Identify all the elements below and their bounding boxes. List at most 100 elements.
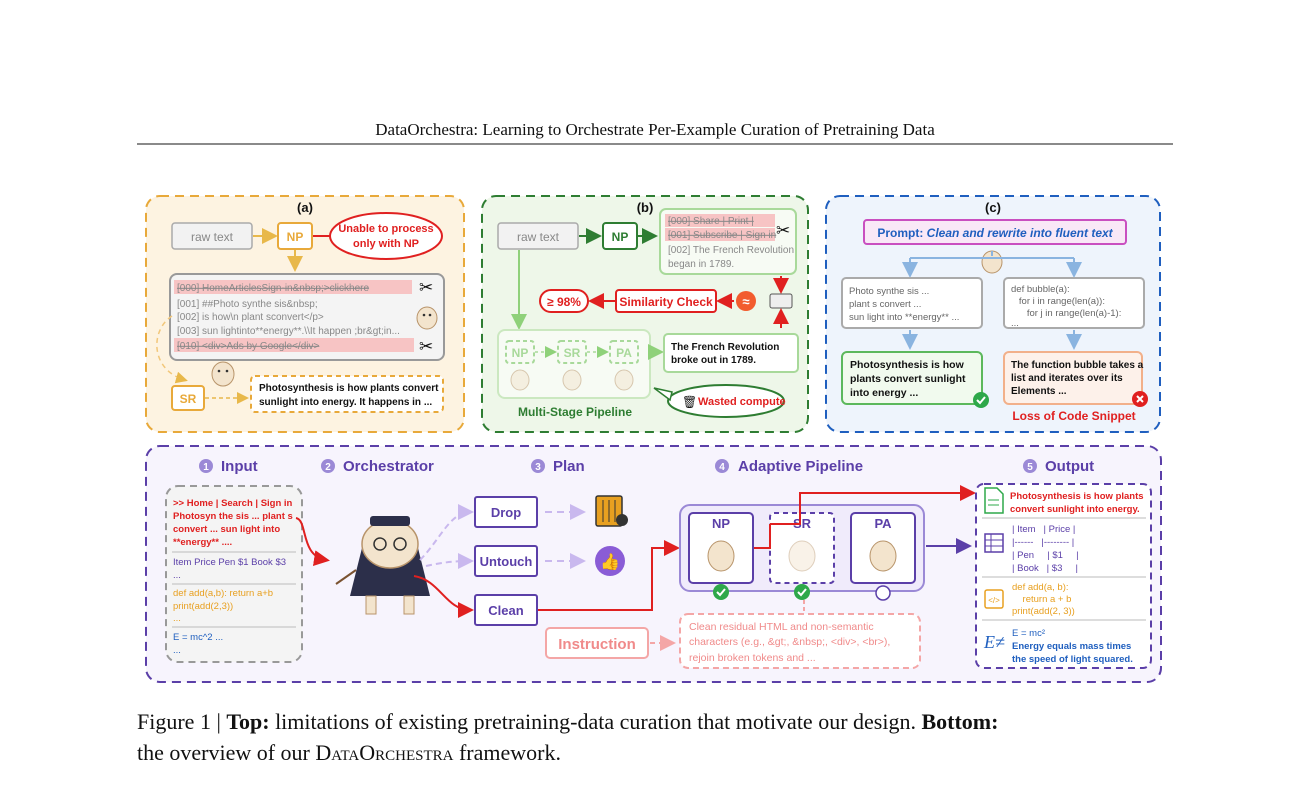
right-out-3: Elements ... <box>1011 386 1067 397</box>
right-in-2: for i in range(len(a)): <box>1011 296 1105 307</box>
svg-text:👍: 👍 <box>600 552 620 571</box>
raw-text-box-a <box>171 222 253 250</box>
output-table-3: | Pen | $1 | <box>1012 550 1079 561</box>
stage-pa: PA <box>616 346 632 360</box>
section-num-3: 3 <box>535 462 541 473</box>
output-red-2: convert sunlight into energy. <box>1010 504 1140 515</box>
left-input-box <box>841 277 983 329</box>
sr-output-line-2: sunlight into energy. It happens in ... <box>259 397 432 408</box>
svg-text:≈: ≈ <box>742 294 749 309</box>
pipeline-sr <box>769 512 835 584</box>
kept-line-b-1: [002] The French Revolution <box>668 245 794 256</box>
raw-text-a: raw text <box>191 230 234 244</box>
stage-np: NP <box>512 346 529 360</box>
result-box-b <box>663 333 799 373</box>
section-plan: Plan <box>553 458 585 475</box>
trash-icon: 🗑 <box>682 395 697 409</box>
section-num-1: 1 <box>203 462 209 473</box>
input-box <box>165 485 303 663</box>
header-rule <box>137 143 1173 145</box>
pipeline-sr-label: SR <box>793 516 812 531</box>
sr-output-box-a <box>250 375 444 413</box>
scissors-icon: ✂ <box>419 337 433 356</box>
panel-b: (b) raw text NP [000] Share | Print | [0… <box>481 195 809 433</box>
output-eq-3: the speed of light squared. <box>1012 654 1133 665</box>
caption-fig: Figure 1 | <box>137 709 227 734</box>
instruction-line-2: characters (e.g., &gt;, &nbsp;, <div>, <… <box>689 636 890 648</box>
code-icon: </> <box>984 589 1004 609</box>
right-in-1: def bubble(a): <box>1011 284 1070 295</box>
figure-caption: Figure 1 | Top: limitations of existing … <box>137 706 1182 768</box>
check-icon <box>713 584 729 600</box>
left-in-1: Photo synthe sis ... <box>849 286 929 297</box>
bottom-overview: 1 Input 2 Orchestrator 3 Plan 4 Adaptive… <box>145 445 1162 683</box>
input-purple-1: Item Price Pen $1 Book $3 <box>173 557 286 568</box>
svg-text:</>: </> <box>988 596 1000 605</box>
plan-untouch-label: Untouch <box>480 554 533 569</box>
output-box <box>975 483 1152 669</box>
right-in-3: for j in range(len(a)-1): <box>1011 308 1121 319</box>
llama-icon <box>614 369 634 391</box>
input-orange-2: print(add(2,3)) <box>173 601 233 612</box>
left-out-3: into energy ... <box>850 387 918 399</box>
loss-label: Loss of Code Snippet <box>1012 409 1135 423</box>
input-blue-1: E = mc^2 ... <box>173 632 223 643</box>
percent-box <box>539 289 589 313</box>
input-red-1: >> Home | Search | Sign in <box>173 498 293 509</box>
cut-highlight-2 <box>174 338 414 352</box>
llama-icon <box>788 540 816 572</box>
cut-line-b-1: [000] Share | Print | <box>668 216 754 227</box>
callout-line-1: Unable to process <box>338 223 433 235</box>
llama-icon <box>510 369 530 391</box>
thumbs-up-icon: 👍 <box>595 546 625 576</box>
panel-c: (c) Prompt: Clean and rewrite into fluen… <box>825 195 1161 433</box>
caption-bottom-text-2: framework. <box>453 740 561 765</box>
output-code-2: return a + b <box>1012 594 1071 605</box>
pipeline-pa-label: PA <box>874 516 892 531</box>
np-label-b: NP <box>612 230 629 244</box>
caption-bottom: Bottom: <box>921 709 999 734</box>
similarity-check-box <box>615 289 717 313</box>
input-orange-3: ... <box>173 613 181 624</box>
left-in-3: sun light into **energy** ... <box>849 312 959 323</box>
result-line-2: broke out in 1789. <box>671 355 756 366</box>
input-purple-2: ... <box>173 570 181 581</box>
callout-line-2: only with NP <box>353 238 419 250</box>
llama-icon <box>416 306 438 330</box>
orchestrator-llama-icon <box>335 516 430 615</box>
figure-1: (a) raw text NP Unable to process only w… <box>145 195 1162 683</box>
cut-highlight-1 <box>174 280 412 294</box>
output-code-3: print(add(2, 3)) <box>1012 606 1075 617</box>
output-code-1: def add(a, b): <box>1012 582 1069 593</box>
cut-line-b-2: [001] Subscribe | Sign in <box>668 230 776 241</box>
left-out-1: Photosynthesis is how <box>850 359 965 371</box>
output-table-2: |------ |-------- | <box>1012 537 1074 548</box>
instruction-text-box <box>679 613 921 669</box>
panel-c-label: (c) <box>985 200 1001 215</box>
section-num-4: 4 <box>719 462 725 473</box>
right-input-box <box>1003 277 1145 329</box>
output-table-1: | Item | Price | <box>1012 524 1075 535</box>
llama-icon <box>562 369 582 391</box>
section-num-2: 2 <box>325 462 331 473</box>
instruction-line-3: rejoin broken tokens and ... <box>689 652 816 664</box>
document-icon <box>984 487 1004 514</box>
input-red-2: Photosyn the sis ... plant s <box>173 511 293 522</box>
callout-bubble <box>329 212 443 260</box>
prompt-box <box>863 219 1127 245</box>
scissors-icon: ✂ <box>419 278 433 297</box>
output-eq-2: Energy equals mass times <box>1012 641 1131 652</box>
left-in-2: plant s convert ... <box>849 299 921 310</box>
section-orchestrator: Orchestrator <box>343 458 434 475</box>
sr-label-a: SR <box>180 392 197 406</box>
right-in-4: ... <box>1011 318 1019 329</box>
input-red-3: convert ... sun light into <box>173 524 280 535</box>
plan-clean-label: Clean <box>488 603 523 618</box>
wasted-bubble <box>667 384 785 418</box>
prompt: Prompt: Clean and rewrite into fluent te… <box>877 226 1113 240</box>
section-output: Output <box>1045 458 1094 475</box>
section-adaptive-pipeline: Adaptive Pipeline <box>738 458 863 475</box>
instruction-label: Instruction <box>558 636 636 653</box>
result-line-1: The French Revolution <box>671 342 779 353</box>
similarity-check: Similarity Check <box>619 295 713 309</box>
